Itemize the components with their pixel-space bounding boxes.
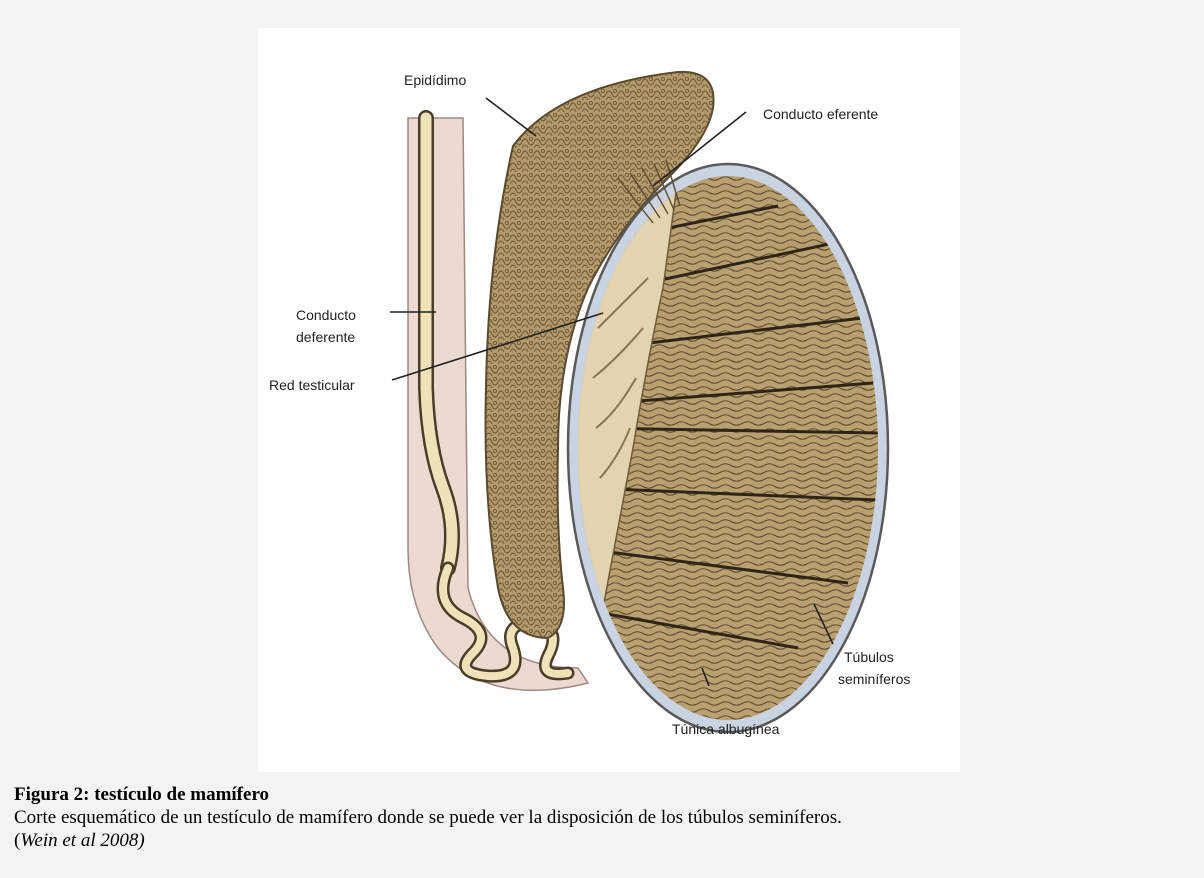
caption-citation: (Wein et al 2008): [14, 829, 1200, 852]
label-tubulos-1: Túbulos: [844, 649, 894, 665]
label-red-testicular: Red testicular: [269, 377, 355, 393]
citation-text: Wein et al 2008): [20, 830, 144, 851]
label-conducto-deferente-2: deferente: [296, 329, 355, 345]
figure-caption: Figura 2: testículo de mamífero Corte es…: [14, 783, 1200, 852]
figure-panel: Epidídimo Conducto eferente Conducto def…: [258, 28, 960, 772]
label-conducto-deferente-1: Conducto: [296, 307, 356, 323]
label-conducto-eferente: Conducto eferente: [763, 106, 878, 122]
testis-diagram: Epidídimo Conducto eferente Conducto def…: [258, 28, 960, 772]
caption-description: Corte esquemático de un testículo de mam…: [14, 806, 1200, 829]
label-epididimo: Epidídimo: [404, 72, 466, 88]
label-tubulos-2: seminíferos: [838, 671, 910, 687]
leader-epididimo: [486, 98, 536, 136]
caption-title: Figura 2: testículo de mamífero: [14, 783, 1200, 806]
label-tunica-albuginea: Túnica albugínea: [672, 721, 780, 737]
